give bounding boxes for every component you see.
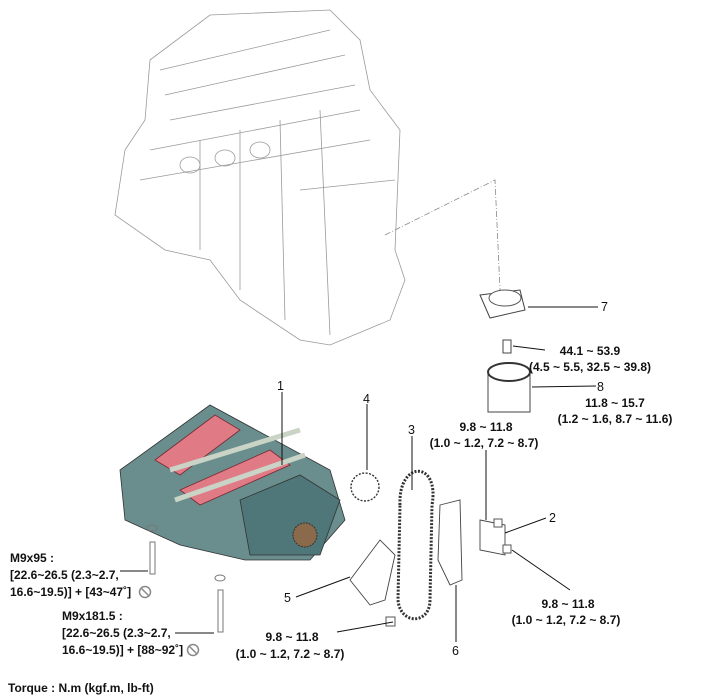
torque-right-bolt-alt: (1.0 ~ 1.2, 7.2 ~ 8.7) (512, 613, 621, 627)
callout-8: 8 (597, 380, 604, 394)
callout-3: 3 (408, 423, 415, 437)
torque-upper-bolt-nm: 9.8 ~ 11.8 (459, 420, 512, 434)
sprocket (350, 472, 380, 502)
torque-oil-filter-alt: (1.2 ~ 1.6, 8.7 ~ 11.6) (558, 412, 673, 426)
bolts (146, 518, 512, 633)
callout-2: 2 (549, 511, 556, 525)
m9x181-label: M9x181.5 : (62, 609, 123, 623)
torque-oil-filter-nm: 11.8 ~ 15.7 (585, 396, 645, 410)
torque-drain-plug-nm: 44.1 ~ 53.9 (560, 344, 621, 358)
oil-cooler (479, 289, 526, 319)
oil-filter (487, 362, 531, 413)
tensioner-arm (437, 499, 463, 586)
callout-5: 5 (284, 591, 291, 605)
timing-chain (396, 469, 435, 621)
callout-6: 6 (452, 644, 459, 658)
balance-shaft-oil-pump-module (119, 404, 346, 561)
leader-lines (120, 306, 598, 642)
m9x181-angle: 16.6~19.5)] + [88~92˚] (62, 643, 183, 657)
callout-1: 1 (277, 379, 284, 393)
no-reuse-icon (186, 643, 200, 657)
torque-drain-plug-alt: (4.5 ~ 5.5, 32.5 ~ 39.8) (529, 360, 651, 374)
callout-7: 7 (601, 300, 608, 314)
torque-lower-bolt-alt: (1.0 ~ 1.2, 7.2 ~ 8.7) (236, 647, 345, 661)
engine-block-drawing (114, 9, 501, 346)
m9x95-label: M9x95 : (10, 551, 54, 565)
m9x95-angle: 16.6~19.5)] + [43~47˚] (10, 585, 131, 599)
m9x181-torque: [22.6~26.5 (2.3~2.7, (62, 626, 171, 640)
drain-plug (502, 339, 512, 354)
torque-upper-bolt-alt: (1.0 ~ 1.2, 7.2 ~ 8.7) (430, 436, 539, 450)
no-reuse-icon (138, 585, 152, 599)
callout-4: 4 (363, 392, 370, 406)
torque-lower-bolt-nm: 9.8 ~ 11.8 (265, 630, 318, 644)
torque-units-note: Torque : N.m (kgf.m, lb-ft) (8, 681, 154, 695)
m9x95-torque: [22.6~26.5 (2.3~2.7, (10, 568, 119, 582)
chain-guide (349, 539, 396, 606)
torque-right-bolt-nm: 9.8 ~ 11.8 (541, 597, 594, 611)
